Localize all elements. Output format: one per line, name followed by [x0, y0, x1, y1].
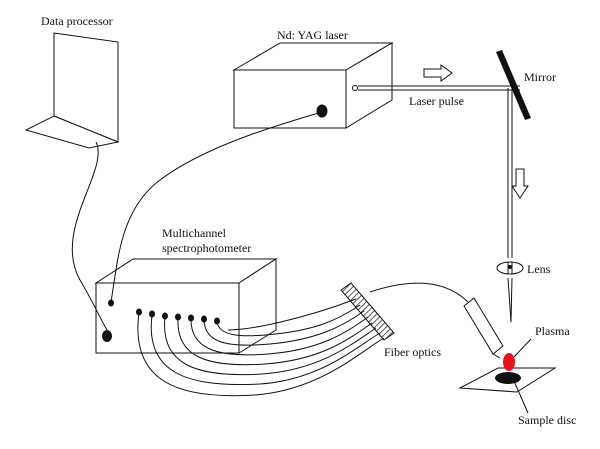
lens-focus-dot	[508, 265, 512, 269]
label-mirror: Mirror	[524, 70, 556, 84]
fiber-probe-to-clamp	[369, 282, 469, 303]
fiber-strand-5	[190, 316, 369, 356]
beam-direction-arrow-down	[511, 168, 529, 199]
sample-disc	[495, 372, 521, 384]
fiber-bundle-clamp	[340, 282, 395, 341]
label-laser-pulse: Laser pulse	[409, 94, 464, 108]
spectro-input-port-small	[108, 299, 114, 307]
label-nd-yag-laser: Nd: YAG laser	[277, 28, 348, 42]
channel-port-6	[201, 315, 207, 323]
laser-output-port	[316, 104, 328, 118]
cable-laser-to-spectrometer	[110, 111, 323, 303]
laser-aperture	[352, 85, 358, 91]
fiber-strands	[137, 298, 385, 397]
sample-disc-leader	[513, 380, 529, 414]
label-plasma: Plasma	[535, 324, 570, 338]
fiber-strand-8	[227, 298, 357, 331]
channel-port-2	[149, 310, 155, 318]
label-spectrometer-line2: spectrophotometer	[162, 241, 252, 255]
nd-yag-laser-box	[232, 42, 394, 129]
spectro-front-face	[95, 282, 240, 354]
fiber-strand-4	[177, 317, 373, 366]
channel-port-5	[188, 314, 194, 322]
fiber-strand-2	[150, 314, 381, 386]
spectro-input-port-large	[102, 330, 112, 342]
channel-port-7	[214, 317, 220, 325]
label-fiber-optics: Fiber optics	[384, 345, 441, 359]
laptop-keyboard	[24, 115, 120, 149]
laser-front-face	[233, 69, 347, 129]
plasma-leader	[513, 338, 532, 358]
fiber-probe	[463, 297, 504, 359]
spectrometer-ports	[102, 299, 220, 342]
label-lens: Lens	[527, 262, 551, 276]
fiber-strand-1	[137, 311, 385, 397]
fiber-strand-7	[216, 304, 361, 337]
cable-processor-to-spectrometer	[71, 141, 108, 331]
label-data-processor: Data processor	[41, 14, 113, 28]
laser-beam	[358, 85, 520, 323]
mirror	[496, 50, 531, 120]
spectrophotometer-box	[94, 258, 278, 354]
beam-direction-arrow-right	[423, 64, 453, 82]
fiber-strand-6	[203, 310, 365, 346]
channel-port-4	[175, 313, 181, 321]
channel-port-1	[136, 308, 142, 316]
fiber-strand-3	[164, 316, 377, 376]
cables	[71, 111, 469, 331]
plasma	[503, 353, 515, 371]
label-spectrometer-line1: Multichannel	[162, 226, 226, 240]
label-sample-disc: Sample disc	[518, 413, 577, 427]
channel-port-3	[162, 312, 168, 320]
data-processor-laptop	[24, 32, 120, 149]
